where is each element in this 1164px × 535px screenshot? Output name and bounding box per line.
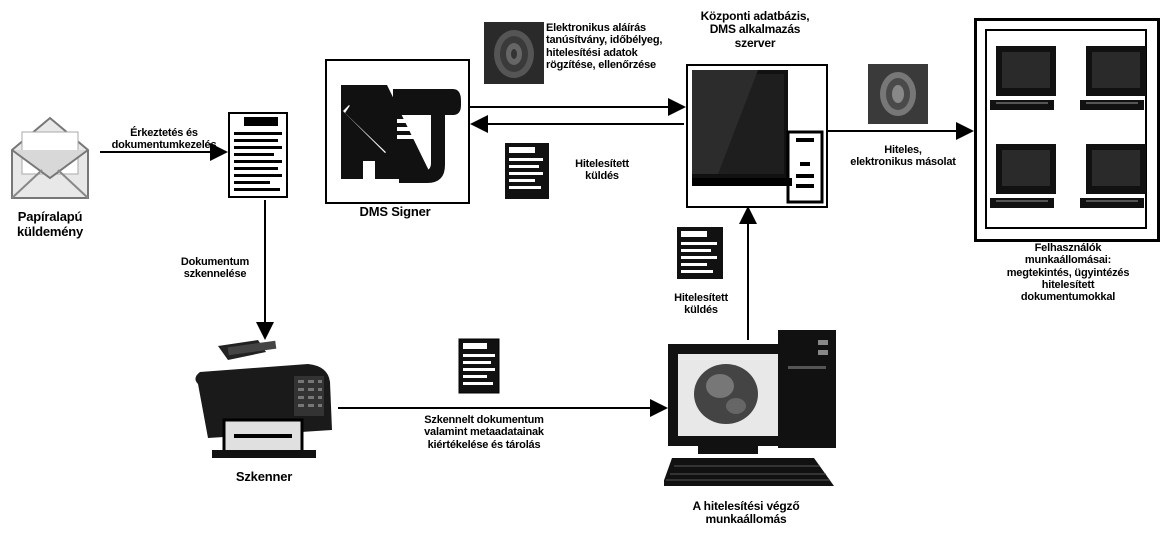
document-icon [677,227,723,279]
label-central-db: Központi adatbázis, DMS alkalmazás szerv… [700,9,810,50]
fingerprint-image [484,22,544,84]
document-icon [228,112,288,198]
label-scanner: Szkenner [235,469,293,484]
label-workstation: A hitelesítési végző munkaállomás [692,499,800,527]
label-postal-mail: Papíralapú küldemény [16,209,84,239]
label-signed-doc-1: Hitelesített küldés [575,158,629,183]
signature-pen-icon [341,85,461,183]
label-signed-doc-2: Hitelesített küldés [674,292,728,317]
label-e-signature-data: Elektronikus aláírás tanúsítvány, időbél… [546,22,663,71]
label-archive-data: Hiteles, elektronikus másolat [850,144,956,169]
dms-signer-box [325,59,470,204]
label-doc-scanning: Dokumentum szkennelése [180,256,250,281]
monitor-icon [1080,144,1146,208]
monitor-icon [1080,46,1146,110]
envelope-icon [11,116,89,199]
label-arrival-registration: Érkeztetés és dokumentumkezelés [111,127,217,152]
server-box [686,64,828,208]
document-icon [458,338,500,394]
document-icon [505,143,549,199]
server-icon [692,70,824,204]
monitor-icon [990,144,1056,208]
fingerprint-image [868,64,928,124]
monitor-icon [990,46,1056,110]
label-dms-signer: DMS Signer [359,204,431,219]
scanner-icon [195,340,332,458]
label-scanned-doc: Szkennelt dokumentum valamint metaadatai… [424,414,544,451]
computer-icon [664,330,836,486]
label-clients: Felhasználók munkaállomásai: megtekintés… [1006,242,1130,304]
